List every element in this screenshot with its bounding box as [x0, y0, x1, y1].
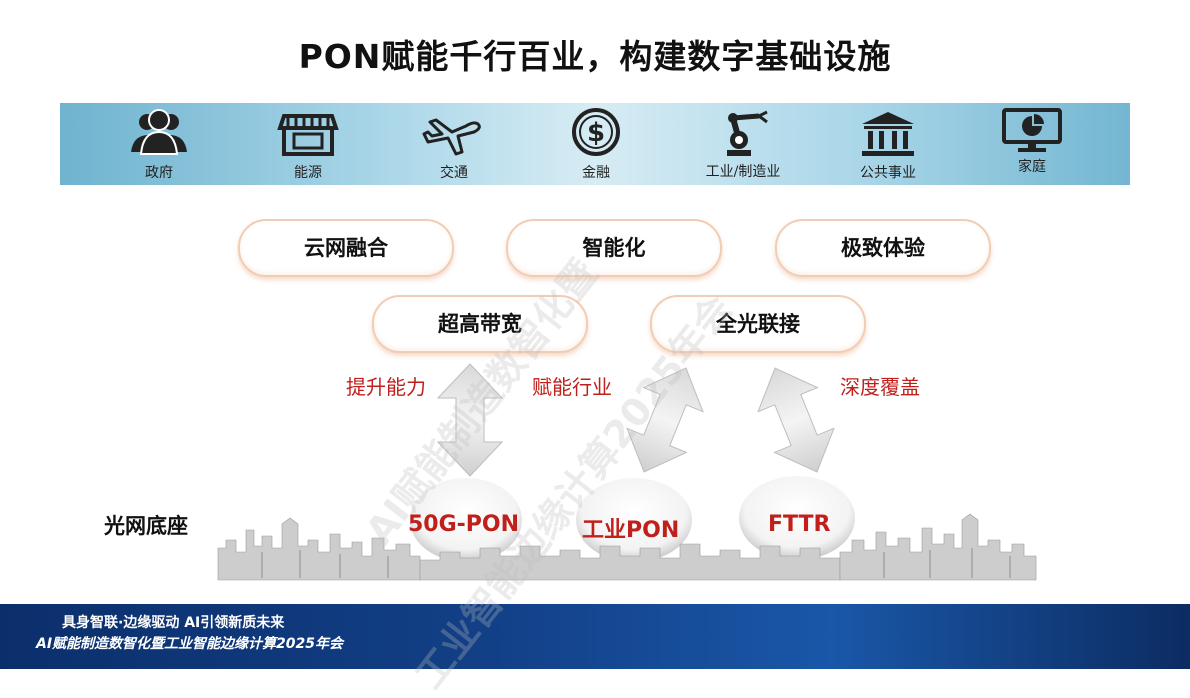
tech-bubble-3 — [739, 476, 855, 560]
industry-label: 公共事业 — [860, 165, 916, 181]
tech-label-fttr: FTTR — [768, 512, 831, 537]
arrow-label-2: 赋能行业 — [532, 375, 612, 399]
page-title: PON赋能千行百业，构建数字基础设施 — [298, 37, 892, 76]
tech-label-industrial-pon: 工业PON — [582, 518, 680, 543]
city-skyline — [217, 513, 1037, 581]
industry-label: 家庭 — [1018, 159, 1046, 175]
footer-event-name: AI赋能制造数智化暨工业智能边缘计算2025年会 — [36, 636, 344, 652]
feature-all-optical: 全光联接 — [650, 295, 866, 353]
industry-label: 金融 — [582, 165, 610, 181]
double-arrow-1 — [436, 363, 504, 477]
double-arrow-2 — [626, 367, 704, 473]
monitor-chart-icon — [1002, 108, 1062, 152]
robot-arm-icon — [727, 110, 768, 156]
feature-cloud-network: 云网融合 — [238, 219, 454, 277]
svg-text:$: $ — [587, 118, 605, 148]
tech-bubble-2 — [576, 478, 692, 562]
dollar-coin-icon: $ — [572, 108, 620, 156]
feature-intelligent: 智能化 — [506, 219, 722, 277]
industry-government: 政府 — [109, 108, 209, 182]
storefront-icon — [277, 114, 339, 156]
footer-slogan: 具身智联·边缘驱动 AI引领新质未来 — [62, 615, 285, 631]
feature-ultra-bandwidth: 超高带宽 — [372, 295, 588, 353]
bank-building-icon — [862, 112, 914, 156]
industry-manufacturing: 工业/制造业 — [693, 108, 793, 182]
diagram-graphics — [217, 363, 1037, 581]
industry-label: 工业/制造业 — [705, 164, 781, 180]
industry-label: 政府 — [145, 165, 173, 181]
industry-label: 能源 — [294, 165, 322, 181]
industry-label: 交通 — [440, 165, 468, 181]
footer-banner — [0, 604, 1190, 669]
arrow-label-3: 深度覆盖 — [840, 375, 920, 399]
double-arrow-3 — [757, 367, 835, 473]
tech-bubble-1 — [410, 478, 522, 562]
airplane-icon — [422, 118, 481, 156]
industry-energy: 能源 — [258, 108, 358, 182]
industry-home: 家庭 — [982, 108, 1082, 176]
industry-public-utilities: 公共事业 — [838, 108, 938, 182]
base-label: 光网底座 — [104, 514, 188, 538]
industry-transport: 交通 — [404, 108, 504, 182]
people-icon — [131, 109, 187, 155]
tech-label-50g-pon: 50G-PON — [408, 512, 520, 537]
arrow-label-1: 提升能力 — [346, 375, 426, 399]
industry-finance: $ 金融 — [546, 108, 646, 182]
feature-ultimate-experience: 极致体验 — [775, 219, 991, 277]
